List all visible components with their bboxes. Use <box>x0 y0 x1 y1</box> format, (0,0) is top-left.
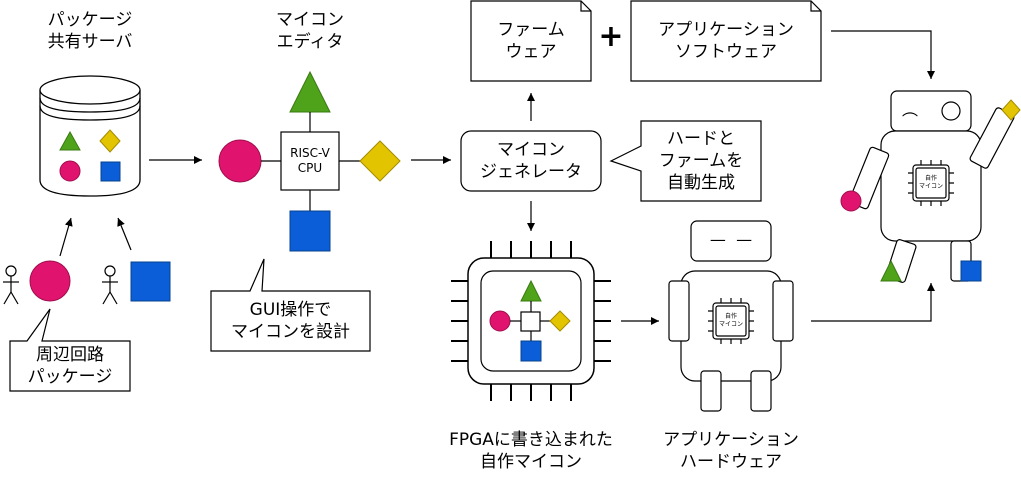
peripheral-callout-shape <box>9 308 131 392</box>
mcu-editor-label: マイコン エディタ <box>276 10 344 52</box>
arrow-up-right <box>117 217 132 251</box>
peripheral-square-package <box>130 261 171 302</box>
editor-magenta-circle <box>218 139 262 183</box>
plus-sign: + <box>598 19 624 54</box>
complete-robot <box>848 90 1015 283</box>
robot-right-chip-icon <box>908 160 954 206</box>
mcu-generator-box <box>460 130 602 192</box>
robot-right-face: ︵ <box>901 100 918 119</box>
cpu-label: RISC-V CPU <box>290 146 330 175</box>
mcu-generator-label: マイコン ジェネレータ <box>480 140 582 182</box>
fpga-yellow-diamond <box>549 310 571 332</box>
chip-label-mid: 自作 マイコン <box>718 313 743 328</box>
editor-green-triangle <box>289 70 331 113</box>
gui-note: GUI操作で マイコンを設計 <box>231 300 350 342</box>
fpga-blue-square <box>520 340 542 362</box>
chip-label-right: 自作 マイコン <box>918 175 943 190</box>
magenta-circle-icon <box>59 160 81 182</box>
arrow-hardware-to-robot <box>811 283 935 322</box>
robot-magenta-circle-hand <box>840 190 862 212</box>
gui-callout-shape <box>210 258 371 352</box>
mcu-editor-composition <box>218 70 401 252</box>
app-software-label: アプリケーション ソフトウェア <box>658 20 794 62</box>
package-server-label: パッケージ 共有サーバ <box>47 10 133 52</box>
fpga-magenta-circle <box>489 310 511 332</box>
robot-blue-square-foot <box>960 260 982 282</box>
robot-green-triangle-foot <box>880 259 902 282</box>
peripheral-note: 周辺回路 パッケージ <box>27 345 113 387</box>
arrow-software-to-robot <box>831 30 935 79</box>
editor-yellow-diamond <box>359 140 401 182</box>
app-hardware-robot <box>668 220 794 412</box>
peripheral-circle-package <box>29 260 71 302</box>
arrow-up-left <box>59 217 73 257</box>
yellow-diamond-icon <box>99 129 121 153</box>
auto-gen-callout-shape <box>609 120 762 202</box>
auto-gen-note: ハードと ファームを 自動生成 <box>658 129 744 193</box>
editor-blue-square <box>289 210 331 252</box>
robot-mid-face: — — <box>709 230 753 249</box>
blue-square-icon <box>100 161 121 182</box>
user-figure-left <box>3 265 19 305</box>
robot-yellow-diamond-hand <box>1001 99 1021 121</box>
fpga-inner-circuit <box>489 279 571 362</box>
robot-mid-chip-icon <box>708 298 754 344</box>
cpu-box <box>280 131 340 191</box>
user-figure-right <box>102 265 118 305</box>
green-triangle-icon <box>59 130 81 151</box>
firmware-label: ファーム ウェア <box>497 20 565 62</box>
firmware-document <box>470 0 592 82</box>
fpga-caption: FPGAに書き込まれた 自作マイコン <box>449 430 613 472</box>
package-server-database <box>39 75 141 197</box>
app-software-document <box>630 0 822 82</box>
app-hardware-caption: アプリケーション ハードウェア <box>663 430 799 472</box>
